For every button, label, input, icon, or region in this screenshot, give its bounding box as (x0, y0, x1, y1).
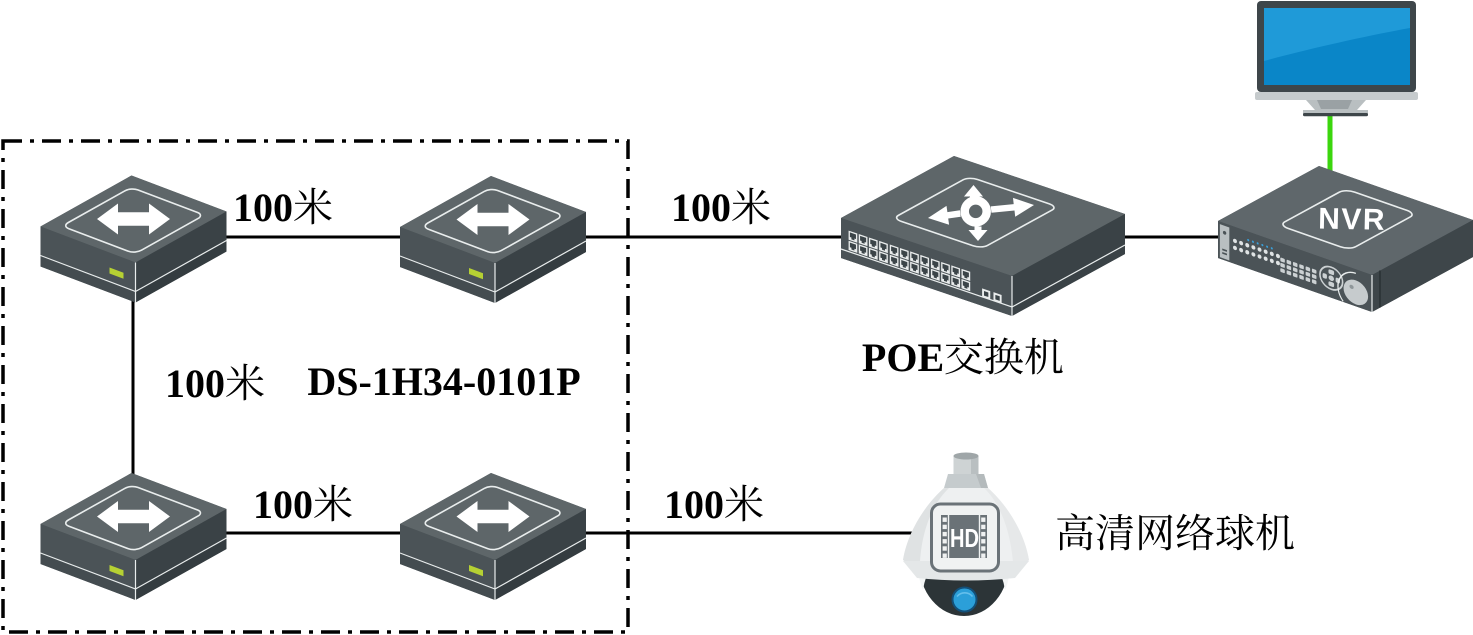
nvr-jog-dial (1343, 279, 1369, 306)
nvr-panel-text: NVR (1318, 203, 1387, 237)
nvr-leds (1247, 238, 1273, 250)
film-hd-icon: HD (941, 515, 987, 558)
camera-hd-badge: HD (950, 523, 979, 553)
cjk-glyph (1025, 337, 1063, 375)
switch-routing-icon (928, 185, 1034, 241)
poe-switch-label: POE (862, 336, 1064, 378)
camera-hd-plate: HD (930, 502, 1000, 573)
cjk-glyph (314, 484, 352, 522)
poe-uplink-ports (982, 288, 1002, 304)
camera-label (1055, 512, 1295, 554)
cjk-glyph (1057, 513, 1094, 551)
nvr-panel-arc (1337, 271, 1356, 302)
link-label-ext1-ext3: 100 (165, 362, 265, 404)
device-extender-2 (399, 175, 587, 304)
link-label-ext1-ext2: 100 (233, 186, 333, 228)
cjk-glyph (1256, 513, 1294, 551)
monitor-stand-base (1303, 110, 1368, 114)
nvr-buttons-square (1280, 257, 1317, 285)
cjk-glyph (226, 363, 264, 401)
link-label-ext4-camera: 100 (664, 483, 764, 525)
monitor-chin (1255, 92, 1418, 100)
cjk-glyph (1176, 513, 1214, 551)
device-monitor (1255, 1, 1418, 117)
device-extender-3 (39, 472, 228, 601)
link-label-ext2-poe: 100 (671, 186, 771, 228)
extender-group-border (1, 139, 630, 634)
cjk-glyph (294, 187, 332, 225)
cjk-glyph (732, 187, 770, 225)
extender-model-label: DS-1H34-0101P (307, 359, 581, 404)
device-extender-4 (399, 472, 587, 601)
cjk-glyph (1096, 513, 1134, 551)
device-nvr: NVR (1218, 166, 1473, 312)
cjk-glyph (1139, 514, 1173, 551)
nvr-buttons-round (1233, 238, 1280, 266)
device-poe-switch (841, 156, 1125, 316)
cjk-glyph (945, 337, 983, 375)
monitor-screen-glare (1264, 8, 1410, 61)
link-label-ext3-ext4: 100 (253, 483, 353, 525)
cjk-glyph (985, 337, 1024, 375)
poe-ports (848, 230, 1002, 304)
camera-lens (951, 586, 978, 613)
device-extender-1 (39, 174, 228, 304)
cjk-glyph (1216, 513, 1254, 551)
cjk-glyph (725, 484, 763, 522)
nvr-front-panel (1219, 224, 1369, 306)
device-camera: HD (903, 452, 1029, 616)
